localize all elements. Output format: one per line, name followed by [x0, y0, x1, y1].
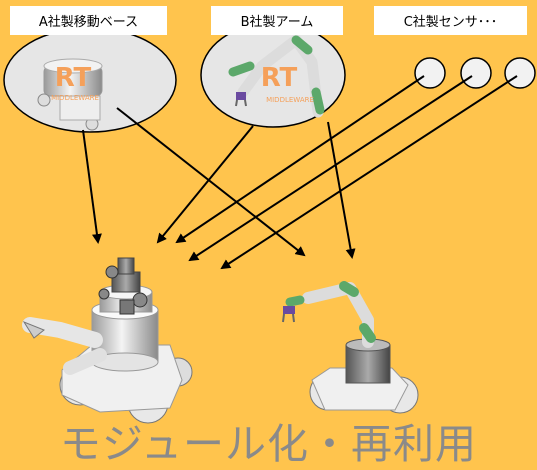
- label-module-b: B社製アーム: [211, 6, 343, 35]
- arrow-c3-to-robot1: [220, 75, 518, 270]
- label-module-c: C社製センサ･･･: [374, 6, 527, 35]
- middleware-logo-text: MIDDLEWARE: [51, 94, 99, 102]
- arrow-c1-to-robot1: [175, 75, 425, 244]
- sensor-circle: [460, 57, 492, 89]
- arrow-b-to-robot2: [327, 121, 356, 259]
- module-c-sensors: [414, 57, 536, 89]
- middleware-logo-text: MIDDLEWARE: [266, 96, 314, 104]
- diagram-graphics: RT MIDDLEWARE RT MIDDLEWARE: [3, 22, 536, 424]
- rt-middleware-logo-a: RT MIDDLEWARE: [51, 63, 99, 102]
- label-module-a: A社製移動ベース: [10, 6, 167, 35]
- connection-arrows: [82, 75, 518, 270]
- module-b-bubble: RT MIDDLEWARE: [200, 22, 346, 128]
- robot-fixed-arm: [282, 281, 419, 414]
- arm-thumbnail: [228, 34, 325, 118]
- sensor-circle: [414, 57, 446, 89]
- arrow-a-to-robot1: [82, 129, 102, 244]
- arrow-b-to-robot1: [156, 125, 254, 244]
- mobile-base-thumbnail: [37, 58, 103, 131]
- robot-mobile-manipulator: [22, 257, 193, 424]
- rt-middleware-logo-b: RT MIDDLEWARE: [261, 63, 314, 104]
- diagram-canvas: RT MIDDLEWARE RT MIDDLEWARE: [3, 6, 536, 468]
- arrow-a-to-robot2: [116, 107, 306, 257]
- sensor-circle: [504, 57, 536, 89]
- rt-logo-text: RT: [55, 63, 92, 93]
- diagram-title: モジュール化・再利用: [59, 420, 478, 468]
- module-a-bubble: RT MIDDLEWARE: [3, 27, 177, 133]
- arrow-c2-to-robot1: [188, 75, 473, 262]
- rt-logo-text: RT: [261, 63, 298, 93]
